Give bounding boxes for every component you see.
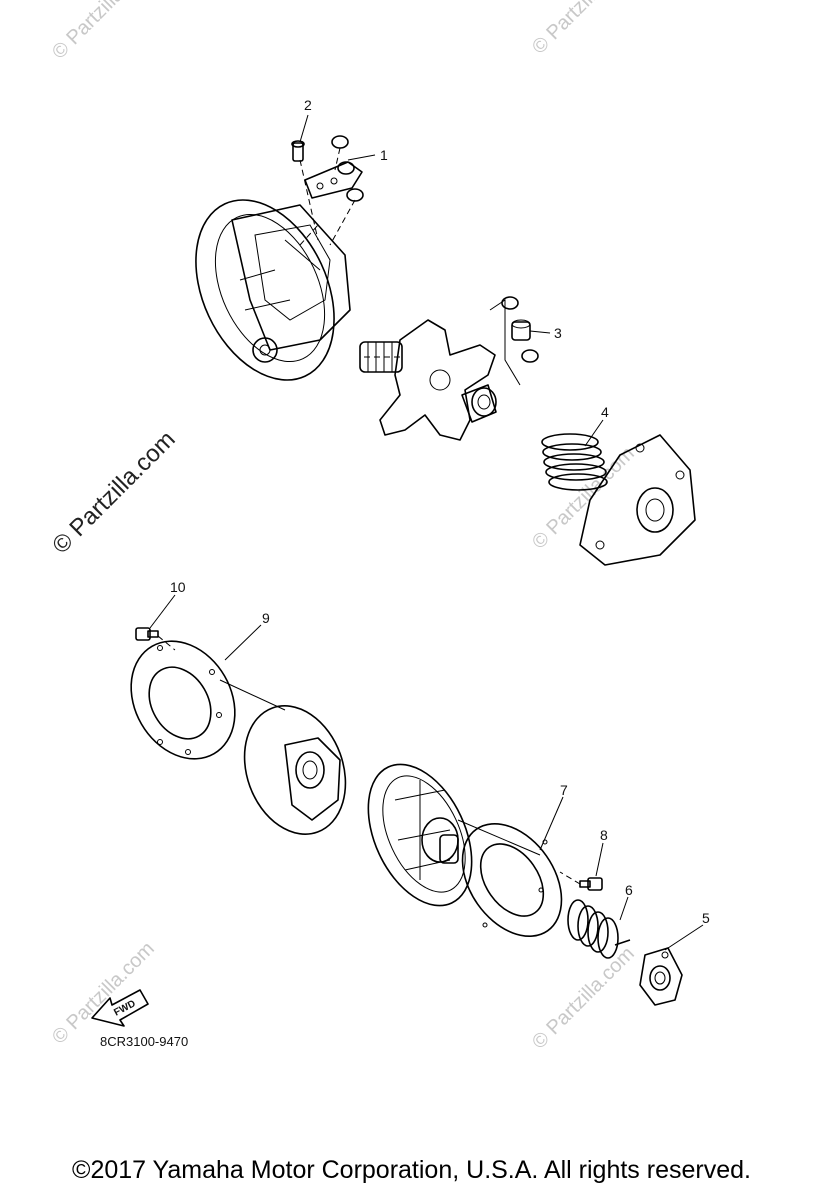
part-4-spring xyxy=(541,433,608,491)
callout-8: 8 xyxy=(600,827,608,843)
part-10-bolt xyxy=(135,627,176,651)
callout-1: 1 xyxy=(380,147,388,163)
part-2-screw xyxy=(291,140,305,162)
secondary-sliding-sheave xyxy=(367,763,541,907)
secondary-fixed-sheave xyxy=(243,705,347,835)
copyright-footer: ©2017 Yamaha Motor Corporation, U.S.A. A… xyxy=(72,1156,751,1184)
callout-3: 3 xyxy=(554,325,562,341)
callout-7: 7 xyxy=(560,782,568,798)
watermark-top-right: © Partzilla.com xyxy=(528,0,639,59)
primary-cover xyxy=(579,434,696,566)
callout-labels: 1 2 3 4 5 6 7 8 9 10 xyxy=(170,97,710,926)
part-6-spring xyxy=(567,899,631,959)
watermark-group: © Partzilla.com © Partzilla.com © Partzi… xyxy=(47,0,639,1054)
callout-9: 9 xyxy=(262,610,270,626)
fwd-label: FWD xyxy=(112,998,137,1018)
spider-hub xyxy=(359,319,497,441)
primary-sheave xyxy=(195,199,351,381)
watermark-top-left: © Partzilla.com xyxy=(48,0,159,64)
part-7-plate xyxy=(461,822,563,938)
part-8-bolt xyxy=(559,871,603,891)
callout-2: 2 xyxy=(304,97,312,113)
part-3-sliders xyxy=(489,296,539,386)
part-1-arm xyxy=(299,135,364,246)
leader-lines xyxy=(149,114,704,951)
reference-code: 8CR3100-9470 xyxy=(100,1034,188,1049)
part-9-plate xyxy=(130,640,286,760)
callout-6: 6 xyxy=(625,882,633,898)
callout-10: 10 xyxy=(170,579,186,595)
callout-4: 4 xyxy=(601,404,609,420)
watermark-bottom-right: © Partzilla.com xyxy=(528,943,639,1054)
part-5-cap xyxy=(639,947,683,1006)
callout-5: 5 xyxy=(702,910,710,926)
watermark-main: © Partzilla.com xyxy=(47,426,180,559)
